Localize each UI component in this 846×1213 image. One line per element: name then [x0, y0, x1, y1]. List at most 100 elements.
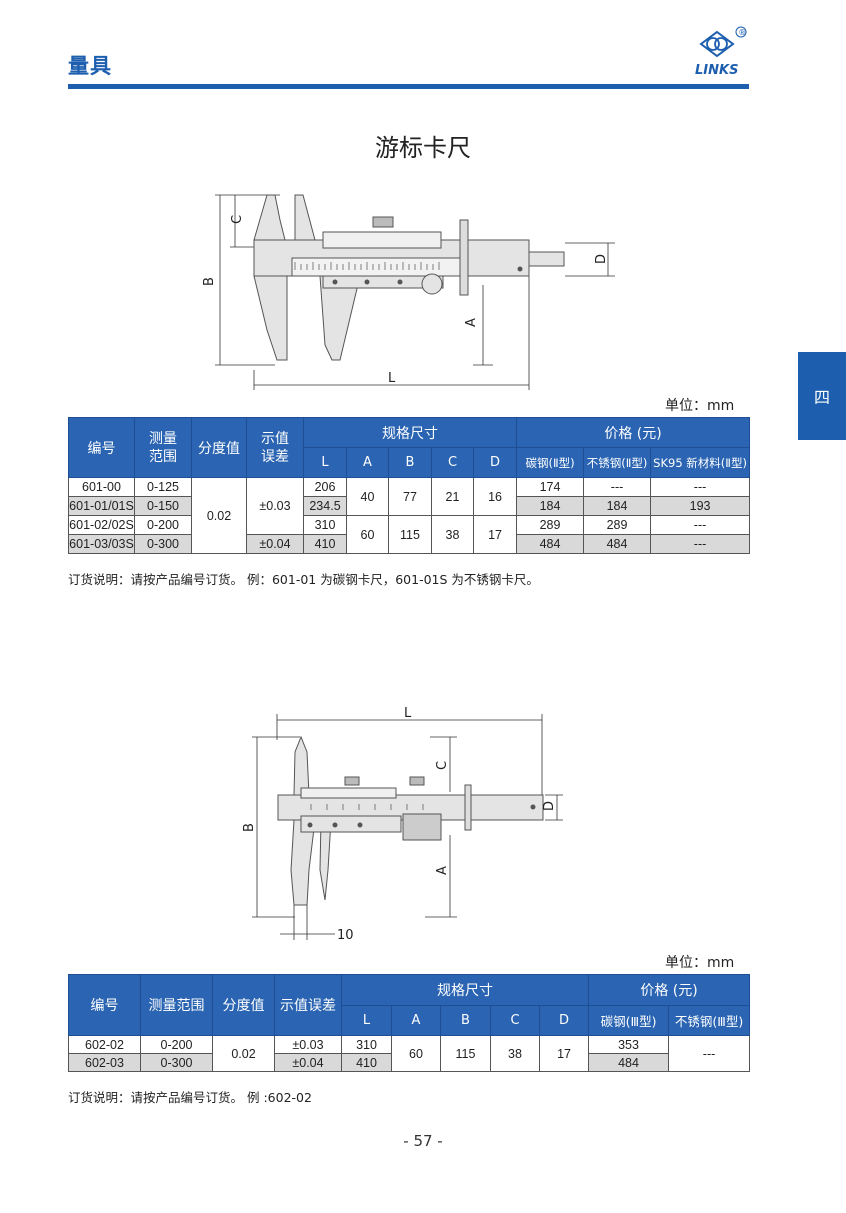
cell-a: 60	[391, 1035, 441, 1072]
cell-range: 0-300	[140, 1053, 213, 1072]
cell-price: ---	[650, 477, 751, 497]
cell-division: 0.02	[191, 477, 247, 554]
dim-a-label-2: A	[435, 866, 450, 875]
col-price-stainless-2: 不锈钢(Ⅲ型)	[668, 1005, 751, 1036]
cell-l: 206	[303, 477, 347, 497]
unit-label-2: 单位：mm	[665, 955, 735, 971]
cell-price: 353	[588, 1035, 670, 1054]
cell-code: 601-02/02S	[68, 515, 135, 535]
cell-error: ±0.04	[246, 534, 304, 554]
cell-price: 184	[583, 496, 652, 516]
cell-range: 0-200	[140, 1035, 213, 1054]
cell-a: 60	[346, 515, 389, 554]
col-price: 价格 (元)	[516, 417, 751, 448]
cell-range: 0-150	[134, 496, 192, 516]
cell-price: 484	[583, 534, 652, 554]
col-range-2: 测量范围	[140, 974, 213, 1036]
cell-code: 601-01/01S	[68, 496, 135, 516]
dim-d-label: D	[594, 254, 609, 264]
col-b: B	[388, 447, 432, 478]
col-range: 测量 范围	[134, 417, 192, 478]
dim-d-label-2: D	[542, 801, 557, 811]
cell-price: 174	[516, 477, 585, 497]
page-number: - 57 -	[403, 1132, 443, 1150]
unit-label-1: 单位：mm	[665, 398, 735, 414]
col-d: D	[472, 447, 518, 478]
dim-c-label: C	[230, 215, 245, 224]
col-c-2: C	[490, 1005, 540, 1036]
col-d-2: D	[538, 1005, 590, 1036]
dim-10-label: 10	[337, 928, 354, 943]
col-c: C	[431, 447, 474, 478]
cell-l: 410	[303, 534, 347, 554]
cell-price: 289	[516, 515, 585, 535]
cell-error: ±0.03	[246, 477, 304, 535]
col-spec-2: 规格尺寸	[340, 974, 590, 1006]
cell-l: 410	[341, 1053, 392, 1072]
col-code: 编号	[68, 417, 135, 478]
cell-price: 193	[650, 496, 751, 516]
links-logo-icon: ® LINKS	[695, 26, 747, 78]
table-row: 601-01/01S 0-150 234.5 184 184 193	[68, 496, 751, 516]
cell-d: 17	[538, 1035, 590, 1072]
table-row: 601-02/02S 0-200 310 60 115 38 17 289 28…	[68, 515, 751, 554]
cell-range: 0-300	[134, 534, 192, 554]
col-error-2: 示值误差	[274, 974, 342, 1036]
col-price-carbon-2: 碳钢(Ⅲ型)	[588, 1005, 670, 1036]
cell-b: 115	[388, 515, 432, 554]
caliper-diagram-2: L B C A D 10	[235, 700, 575, 945]
col-price-stainless: 不锈钢(Ⅱ型)	[583, 447, 652, 478]
table-row: 602-03 0-300 ±0.04 410 484	[68, 1053, 750, 1072]
page-title: 游标卡尺	[375, 134, 471, 162]
cell-b: 115	[440, 1035, 491, 1072]
cell-code: 601-00	[68, 477, 135, 497]
cell-code: 602-03	[68, 1053, 141, 1072]
cell-d: 16	[472, 477, 518, 516]
caliper-diagram-1: C B A D L	[195, 180, 635, 395]
header-rule	[68, 84, 749, 89]
cell-price: ---	[583, 477, 652, 497]
cell-price: ---	[650, 515, 751, 535]
dim-a-label: A	[464, 318, 479, 327]
cell-c: 38	[490, 1035, 540, 1072]
cell-c: 38	[431, 515, 474, 554]
col-division: 分度值	[191, 417, 247, 478]
dim-b-label: B	[202, 277, 217, 286]
cell-price: 184	[516, 496, 585, 516]
dim-l-label-2: L	[404, 706, 412, 721]
table-row: 602-02 0-200 0.02 ±0.03 310 60 115 38 17…	[68, 1035, 751, 1072]
col-price-2: 价格 (元)	[588, 974, 751, 1006]
col-l-2: L	[341, 1005, 392, 1036]
order-note-1: 订货说明：请按产品编号订货。 例：601-01 为碳钢卡尺，601-01S 为不…	[68, 572, 539, 587]
cell-error: ±0.04	[274, 1053, 342, 1072]
cell-b: 77	[388, 477, 432, 516]
cell-division: 0.02	[212, 1035, 275, 1072]
cell-price: 484	[588, 1053, 670, 1072]
cell-range: 0-200	[134, 515, 192, 535]
dim-c-label-2: C	[435, 761, 450, 770]
spec-table-2: 编号 测量范围 分度值 示值误差 规格尺寸 价格 (元) L A B C D 碳…	[68, 974, 751, 1072]
order-note-2: 订货说明：请按产品编号订货。 例 :602-02	[68, 1090, 312, 1105]
col-b-2: B	[440, 1005, 491, 1036]
cell-price-stainless: ---	[668, 1035, 751, 1072]
col-a: A	[346, 447, 389, 478]
cell-price: 289	[583, 515, 652, 535]
chapter-tab[interactable]: 四	[798, 352, 846, 440]
cell-code: 602-02	[68, 1035, 141, 1054]
dim-b-label-2: B	[242, 823, 257, 832]
cell-price: 484	[516, 534, 585, 554]
col-spec: 规格尺寸	[302, 417, 518, 448]
table-row: 601-00 0-125 0.02 ±0.03 206 40 77 21 16 …	[68, 477, 751, 554]
col-code-2: 编号	[68, 974, 141, 1036]
logo-text: LINKS	[695, 63, 738, 78]
cell-error: ±0.03	[274, 1035, 342, 1054]
section-title: 量具	[68, 54, 112, 78]
cell-code: 601-03/03S	[68, 534, 135, 554]
col-price-carbon: 碳钢(Ⅱ型)	[516, 447, 585, 478]
col-division-2: 分度值	[212, 974, 275, 1036]
cell-range: 0-125	[134, 477, 192, 497]
cell-price: ---	[650, 534, 751, 554]
col-l: L	[303, 447, 347, 478]
table-row: 601-03/03S 0-300 ±0.04 410 484 484 ---	[68, 534, 751, 554]
cell-l: 310	[303, 515, 347, 535]
